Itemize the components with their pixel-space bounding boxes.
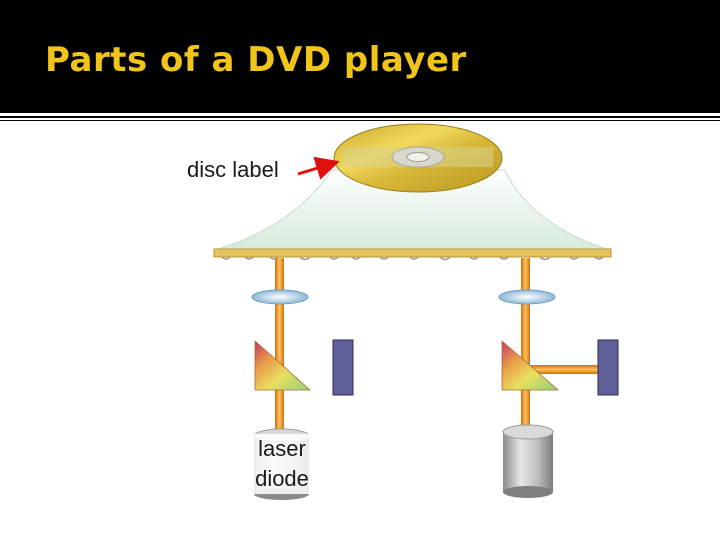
reflected-beam-right bbox=[526, 365, 607, 374]
disc-surface-strip bbox=[213, 248, 612, 258]
slide-title: Parts of a DVD player bbox=[45, 40, 467, 80]
disc-pits bbox=[221, 256, 604, 261]
laser-label-line-2: diode bbox=[247, 464, 317, 494]
laser-label-line-1: laser bbox=[247, 434, 317, 464]
laser-beam-right bbox=[521, 258, 530, 436]
photodetector-left bbox=[332, 339, 354, 396]
disc-label-text: disc label bbox=[187, 157, 279, 182]
laser-diode-label: laser diode bbox=[247, 434, 317, 494]
beam-splitter-prism-right bbox=[501, 340, 560, 391]
photodetector-right bbox=[597, 339, 619, 396]
laser-diode-right bbox=[502, 424, 554, 498]
laser-beam-left bbox=[275, 258, 284, 438]
title-rule-thick bbox=[0, 116, 720, 118]
title-rule-thin bbox=[0, 120, 720, 121]
title-bar: Parts of a DVD player bbox=[0, 0, 720, 113]
disc-center-hole bbox=[406, 152, 430, 162]
disc-label-arrow bbox=[297, 156, 340, 180]
objective-lens-right bbox=[498, 289, 556, 305]
objective-lens-left bbox=[251, 289, 309, 305]
beam-splitter-prism-left bbox=[254, 340, 312, 391]
